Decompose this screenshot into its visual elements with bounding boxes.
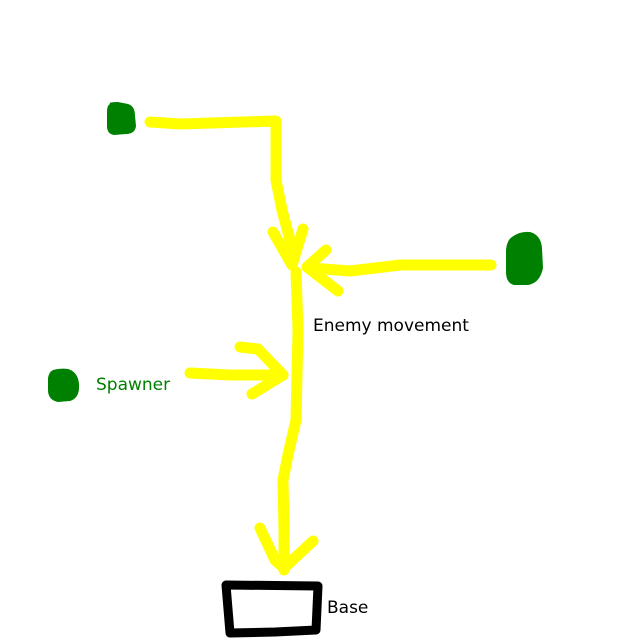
path-from-top-left-spawner [144, 115, 299, 268]
base-outline [221, 580, 323, 638]
spawner-label: Spawner [96, 375, 171, 395]
path-from-right-spawner [304, 259, 497, 277]
path-from-left-spawner [184, 367, 289, 381]
arrowhead-to-base [254, 522, 319, 574]
enemy-movement-label: Enemy movement [313, 316, 469, 336]
arrowhead-left-route [234, 341, 289, 400]
spawner-left [48, 368, 80, 402]
spawners [48, 102, 543, 402]
path-main-trunk [277, 266, 304, 576]
arrowhead-top-left-route [267, 223, 309, 271]
arrowhead-right-route [301, 244, 344, 297]
base-label: Base [327, 598, 369, 618]
enemy-path [144, 115, 497, 576]
spawner-top-left [107, 102, 136, 135]
spawner-right [506, 231, 543, 285]
